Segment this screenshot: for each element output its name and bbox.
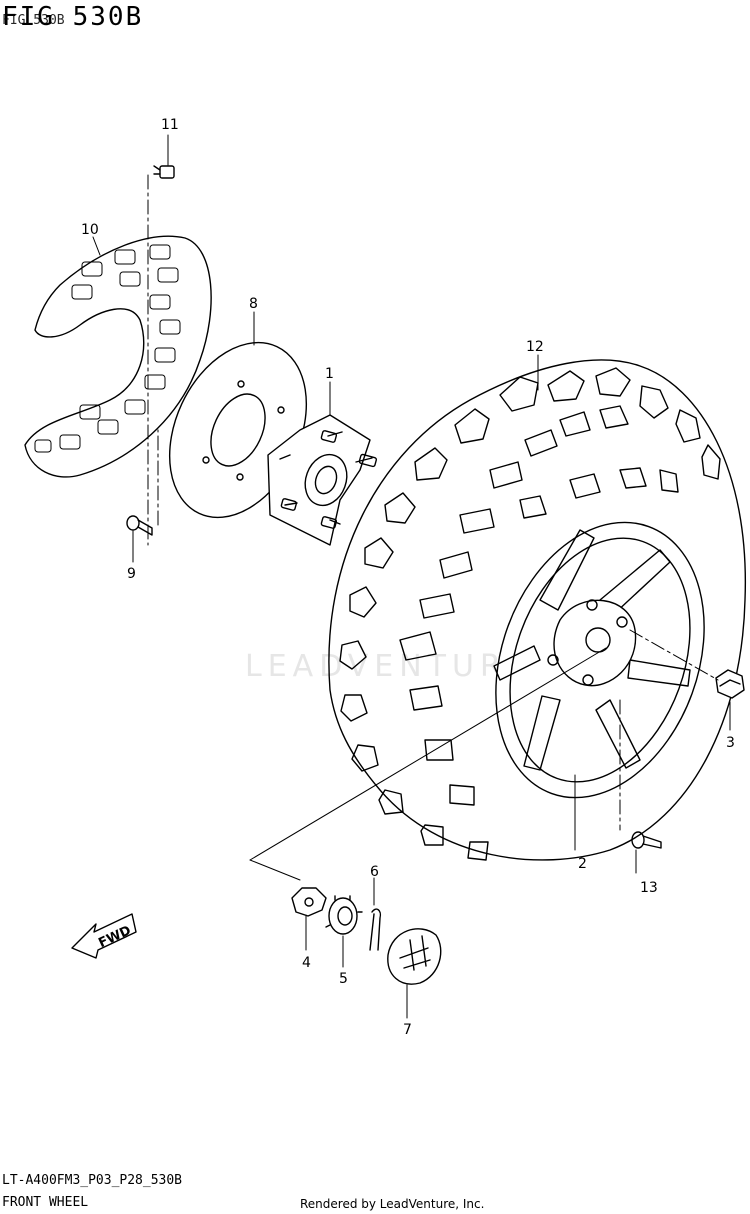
screw[interactable]	[153, 165, 175, 179]
callout-10: 10	[81, 222, 99, 238]
callout-3: 3	[726, 735, 735, 751]
figure-title: FIG 530B	[2, 2, 144, 32]
figure-subtitle: FIG 530B	[2, 13, 65, 28]
callout-13: 13	[640, 880, 658, 896]
wheel-rim[interactable]	[459, 493, 740, 827]
callout-11: 11	[161, 117, 179, 133]
bolt[interactable]	[126, 515, 153, 536]
callout-numbers: 11 10 8 1 12 9 3 2 13 6 4 5 7	[81, 117, 735, 1038]
callout-4: 4	[302, 955, 311, 971]
page-title: FRONT WHEEL	[2, 1195, 89, 1210]
callout-9: 9	[127, 566, 136, 582]
tire-valve[interactable]	[631, 831, 662, 849]
callout-8: 8	[249, 296, 258, 312]
callout-2: 2	[578, 856, 587, 872]
hub-cap[interactable]	[387, 928, 442, 985]
wheel-nut[interactable]	[715, 669, 745, 699]
callout-5: 5	[339, 971, 348, 987]
callout-6: 6	[370, 864, 379, 880]
callout-7: 7	[403, 1022, 412, 1038]
callout-1: 1	[325, 366, 334, 382]
tire[interactable]	[328, 359, 747, 861]
washer[interactable]	[291, 887, 327, 917]
front-hub[interactable]	[267, 414, 378, 546]
fwd-arrow	[71, 913, 137, 959]
leader-lines	[92, 134, 731, 1019]
render-credit: Rendered by LeadVenture, Inc.	[300, 1197, 485, 1211]
disc-guard[interactable]	[24, 235, 212, 478]
callout-12: 12	[526, 339, 544, 355]
cotter-pin[interactable]	[369, 908, 382, 951]
model-code: LT-A400FM3_P03_P28_530B	[2, 1173, 183, 1188]
castle-nut[interactable]	[325, 895, 363, 935]
watermark: LEADVENTURE	[245, 649, 532, 684]
